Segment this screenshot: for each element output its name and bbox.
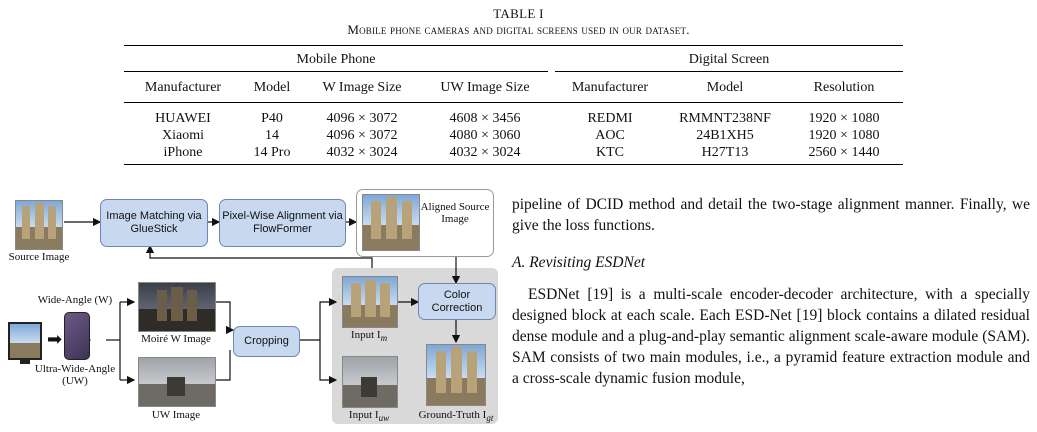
image-matching-box: Image Matching via GlueStick — [100, 199, 208, 247]
wide-angle-label: Wide-Angle (W) — [37, 294, 113, 306]
smartphone-icon — [64, 312, 90, 360]
body-paragraph-2: ESDNet [19] is a multi-scale encoder-dec… — [512, 286, 1030, 387]
color-correction-box: Color Correction — [418, 283, 496, 320]
monitor-icon — [8, 322, 42, 360]
section-title: A. Revisiting ESDNet — [512, 254, 646, 271]
table-label: TABLE I — [493, 6, 544, 21]
body-paragraph-1: pipeline of DCID method and detail the t… — [512, 196, 1030, 234]
pixel-alignment-box: Pixel-Wise Alignment via FlowFormer — [219, 199, 346, 247]
table-bottom-rule — [124, 164, 903, 165]
col-header-resolution: Resolution — [813, 80, 875, 95]
ground-truth-label: Ground-Truth Igt — [418, 409, 494, 424]
aligned-source-label: Aligned Source Image — [420, 201, 490, 225]
table-mid-rule — [124, 102, 903, 103]
input-uw-label: Input Iuw — [348, 409, 390, 424]
moire-w-image-thumbnail — [138, 282, 216, 332]
col-header-model: Model — [253, 80, 291, 95]
input-uw-thumbnail — [342, 356, 398, 408]
group-rule-mobile — [124, 71, 548, 72]
col-header-screen-manufacturer: Manufacturer — [571, 80, 649, 95]
group-header-mobile: Mobile Phone — [296, 52, 376, 67]
table-top-rule — [124, 45, 903, 46]
source-image-thumbnail — [15, 200, 63, 250]
col-header-uw-size: UW Image Size — [440, 80, 530, 95]
group-rule-screen — [555, 71, 903, 72]
uw-image-label: UW Image — [151, 409, 201, 421]
col-header-w-size: W Image Size — [322, 80, 402, 95]
monitor-stand-icon — [20, 360, 30, 364]
arrow-right-icon: ➡ — [47, 329, 63, 350]
col-header-screen-model: Model — [706, 80, 744, 95]
table-caption: Mobile phone cameras and digital screens… — [347, 22, 690, 37]
figure-connectors — [64, 217, 461, 385]
group-header-screen: Digital Screen — [688, 52, 770, 67]
ultra-wide-angle-label: Ultra-Wide-Angle (UW) — [34, 363, 116, 387]
moire-w-image-label: Moiré W Image — [141, 333, 211, 345]
ground-truth-thumbnail — [426, 344, 486, 406]
input-m-thumbnail — [342, 276, 398, 328]
source-image-label: Source Image — [8, 251, 70, 263]
cropping-box: Cropping — [233, 326, 300, 357]
uw-image-thumbnail — [138, 357, 216, 407]
col-header-manufacturer: Manufacturer — [144, 80, 222, 95]
input-m-label: Input Im — [350, 329, 388, 344]
aligned-source-thumbnail — [362, 194, 420, 251]
